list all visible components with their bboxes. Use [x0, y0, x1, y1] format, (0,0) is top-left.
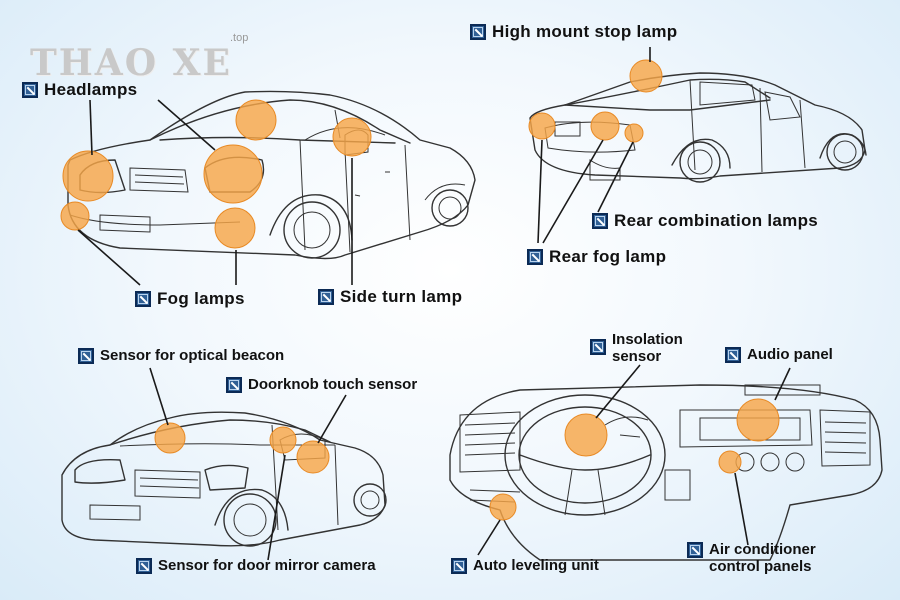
label-air-conditioner: Air conditioner control panels: [687, 541, 816, 575]
spot-insolation-sensor: [564, 413, 608, 457]
label-air-conditioner-line2: control panels: [709, 558, 812, 575]
arrow-box-icon: [135, 291, 151, 307]
label-sensor-optical-beacon-text: Sensor for optical beacon: [100, 347, 285, 364]
label-doorknob-touch-sensor-text: Doorknob touch sensor: [248, 376, 418, 393]
spot-headlamp-right: [203, 144, 263, 204]
arrow-box-icon: [592, 213, 608, 229]
spot-doorknob: [296, 440, 330, 474]
arrow-box-icon: [725, 346, 741, 363]
spot-fog-lamp-left: [60, 201, 90, 231]
arrow-box-icon: [687, 542, 703, 558]
watermark-suffix: .top: [230, 32, 249, 44]
spot-rear-lamp-left: [528, 112, 556, 140]
label-rear-fog-lamp-text: Rear fog lamp: [549, 247, 667, 266]
label-rear-combination-lamps: Rear combination lamps: [592, 211, 818, 231]
label-fog-lamps: Fog lamps: [135, 289, 245, 309]
label-high-mount-stop-lamp: High mount stop lamp: [470, 22, 677, 42]
label-rear-combination-lamps-text: Rear combination lamps: [614, 211, 819, 230]
label-air-conditioner-line1: Air conditioner: [709, 541, 816, 558]
label-doorknob-touch-sensor: Doorknob touch sensor: [226, 376, 417, 393]
dashboard-illustration: [449, 384, 883, 561]
spot-fog-lamp-right: [214, 207, 256, 249]
watermark-logo: THAO XE: [30, 42, 232, 84]
arrow-box-icon: [22, 82, 38, 98]
label-audio-panel-text: Audio panel: [747, 346, 833, 363]
label-auto-leveling-unit-text: Auto leveling unit: [473, 557, 599, 574]
arrow-box-icon: [590, 339, 606, 355]
spot-headlamp-left: [62, 150, 114, 202]
label-insolation-sensor-line1: Insolation: [612, 331, 683, 348]
label-side-turn-lamp: Side turn lamp: [318, 287, 462, 307]
spot-rear-lamp-right: [624, 123, 644, 143]
arrow-box-icon: [470, 24, 486, 40]
spot-headlamp-upper: [235, 99, 277, 141]
label-high-mount-stop-lamp-text: High mount stop lamp: [492, 22, 678, 41]
spot-optical-beacon: [154, 422, 186, 454]
arrow-box-icon: [136, 557, 152, 574]
label-headlamps-text: Headlamps: [44, 80, 138, 99]
side-car-illustration: [61, 411, 387, 547]
label-sensor-door-mirror-camera: Sensor for door mirror camera: [136, 557, 376, 574]
label-insolation-sensor-text: Insolation sensor: [612, 331, 683, 365]
arrow-box-icon: [318, 289, 334, 305]
spot-rear-lamp-center: [590, 111, 620, 141]
arrow-box-icon: [226, 376, 242, 393]
spot-audio-panel: [736, 398, 780, 442]
spot-auto-leveling: [489, 493, 517, 521]
label-insolation-sensor: Insolation sensor: [590, 331, 683, 365]
highlight-spots: [60, 59, 780, 521]
spot-side-turn-lamp: [332, 117, 372, 157]
label-air-conditioner-text: Air conditioner control panels: [709, 541, 816, 575]
label-headlamps: Headlamps: [22, 80, 137, 100]
label-fog-lamps-text: Fog lamps: [157, 289, 245, 308]
spot-high-mount-stop-lamp: [629, 59, 663, 93]
arrow-box-icon: [451, 557, 467, 574]
label-insolation-sensor-line2: sensor: [612, 348, 662, 365]
spot-mirror-camera: [269, 426, 297, 454]
label-sensor-door-mirror-camera-text: Sensor for door mirror camera: [158, 557, 376, 574]
arrow-box-icon: [78, 347, 94, 364]
leader-lines: [77, 47, 791, 561]
label-audio-panel: Audio panel: [725, 346, 833, 363]
spot-air-conditioner: [718, 450, 742, 474]
label-side-turn-lamp-text: Side turn lamp: [340, 287, 463, 306]
rear-car-illustration: [529, 72, 867, 183]
label-sensor-optical-beacon: Sensor for optical beacon: [78, 347, 284, 364]
arrow-box-icon: [527, 249, 543, 265]
label-rear-fog-lamp: Rear fog lamp: [527, 247, 666, 267]
label-auto-leveling-unit: Auto leveling unit: [451, 557, 599, 574]
